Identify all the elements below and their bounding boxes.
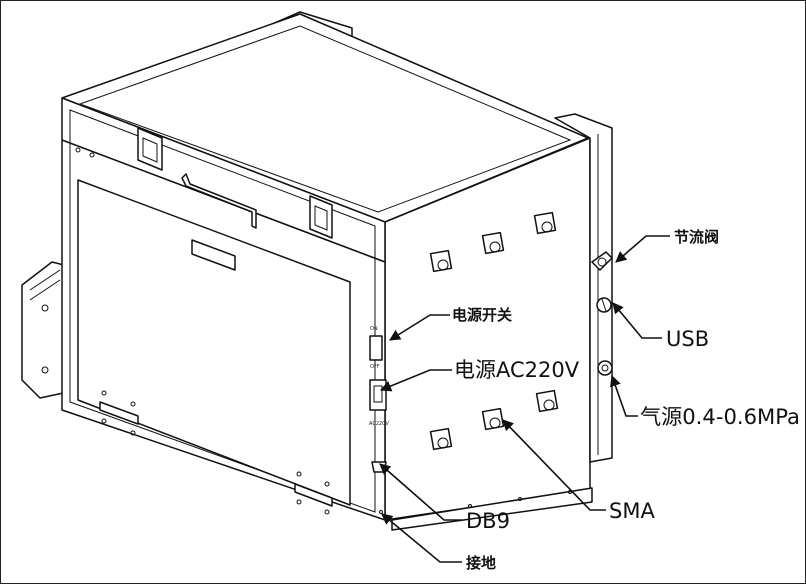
leader-air-source [610, 374, 638, 417]
throttle-valve [591, 251, 613, 271]
sma-connector-bottom-2 [481, 407, 505, 431]
latch-right [309, 195, 333, 239]
leader-sma [502, 419, 606, 511]
switch-off-mark: OFF [370, 364, 380, 370]
right-face [384, 137, 593, 531]
leader-throttle [615, 235, 670, 263]
ac-mark: AC220V [369, 421, 389, 427]
sma-connector-bottom-1 [429, 427, 453, 451]
leader-lines [379, 235, 670, 563]
handle [181, 173, 257, 229]
sma-connector-top-1 [429, 249, 453, 273]
label-throttle: 节流阀 [674, 228, 719, 246]
front-face: ON OFF AC220V [61, 97, 389, 521]
switch-on-mark: ON [370, 326, 378, 332]
latch-left [137, 127, 163, 171]
leader-power-ac [379, 369, 452, 392]
air-source-port [597, 360, 613, 376]
label-sma: SMA [609, 499, 655, 523]
label-power-ac: 电源AC220V [454, 358, 580, 382]
label-usb: USB [666, 327, 709, 351]
label-air-source: 气源0.4-0.6MPa [640, 405, 800, 429]
leader-ground [381, 513, 462, 563]
power-socket [369, 379, 387, 411]
ground-screw [379, 510, 383, 514]
leader-usb [612, 302, 662, 339]
sma-connector-top-3 [533, 211, 557, 235]
label-db9: DB9 [466, 509, 510, 533]
hinge-left [99, 390, 139, 436]
label-ground: 接地 [466, 554, 496, 572]
usb-port [596, 297, 612, 313]
leader-power-switch [389, 314, 450, 341]
label-power-switch: 电源开关 [452, 306, 512, 324]
leader-db9 [379, 463, 462, 521]
power-switch [369, 335, 383, 361]
left-bracket [21, 261, 69, 399]
right-end-column [554, 113, 613, 463]
front-screen [77, 179, 351, 506]
hinge-right [294, 471, 333, 515]
sma-connector-top-2 [481, 231, 505, 255]
sma-connector-bottom-3 [535, 389, 559, 413]
